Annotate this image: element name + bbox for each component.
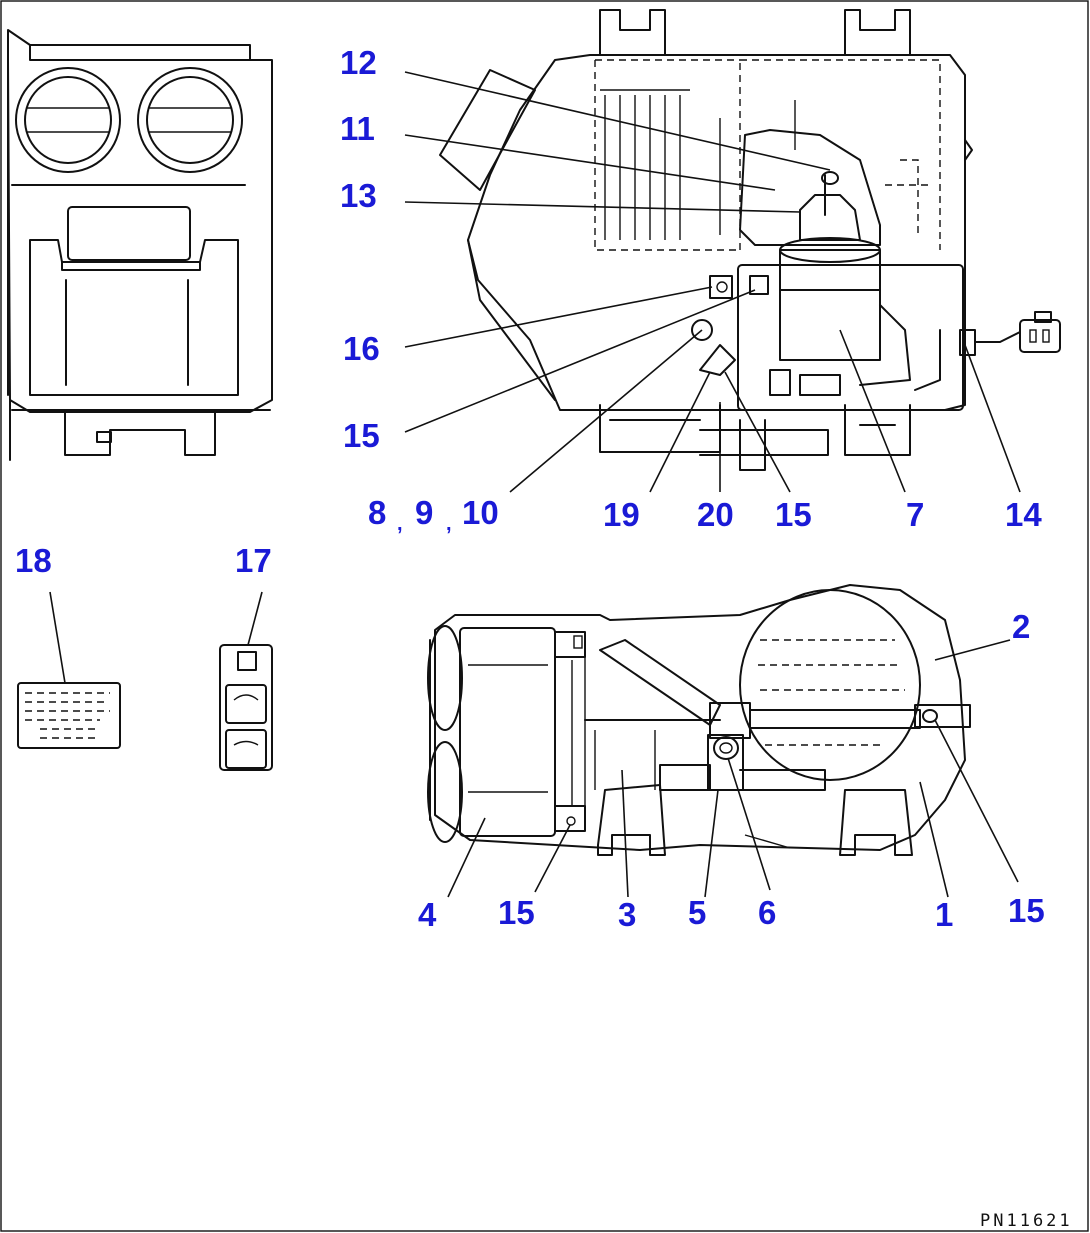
bracket-top-left	[599, 9, 666, 56]
switch-panel	[219, 644, 273, 771]
callout-16: 16	[343, 330, 380, 367]
vent-left	[15, 67, 121, 173]
bottom-casing	[434, 584, 966, 851]
callout-12: 12	[340, 44, 377, 81]
callout-18: 18	[15, 542, 52, 579]
callout-19: 19	[603, 496, 640, 533]
callout-17: 17	[235, 542, 272, 579]
callout-11: 11	[340, 110, 375, 147]
comma-sep-2: ,	[446, 513, 452, 535]
callout-2: 2	[1012, 608, 1030, 645]
valve-body	[707, 734, 744, 791]
callout-5: 5	[688, 894, 706, 931]
side-flap	[439, 69, 536, 191]
callout-15-top-mid: 15	[775, 496, 812, 533]
panel-window	[67, 206, 191, 261]
callout-6: 6	[758, 894, 776, 931]
callout-10: 10	[462, 494, 499, 531]
top-view-unit	[439, 9, 1061, 471]
main-casing	[467, 54, 966, 411]
callout-3: 3	[618, 896, 636, 933]
vent-right	[137, 67, 243, 173]
connector-plug	[1019, 319, 1061, 353]
bottom-view-unit	[427, 584, 971, 856]
callout-9: 9	[415, 494, 433, 531]
callout-13: 13	[340, 177, 377, 214]
front-view-unit	[7, 29, 273, 461]
callout-15-right: 15	[1008, 892, 1045, 929]
callout-15-bottom-left: 15	[498, 894, 535, 931]
callout-1: 1	[935, 896, 953, 933]
callout-8: 8	[368, 494, 386, 531]
filter-box	[459, 627, 556, 837]
callout-14: 14	[1005, 496, 1042, 533]
bracket-top-right	[844, 9, 911, 56]
figure-code: PN11621	[980, 1211, 1073, 1231]
leader-lines	[49, 71, 1021, 898]
callout-7: 7	[906, 496, 924, 533]
label-plate	[17, 682, 121, 749]
callout-20: 20	[697, 496, 734, 533]
callout-4: 4	[418, 896, 437, 933]
blower-housing	[737, 264, 964, 411]
motor-top	[779, 237, 881, 263]
comma-sep-1: ,	[397, 513, 403, 535]
callout-15-top-left: 15	[343, 417, 380, 454]
fan-circle	[739, 589, 921, 781]
